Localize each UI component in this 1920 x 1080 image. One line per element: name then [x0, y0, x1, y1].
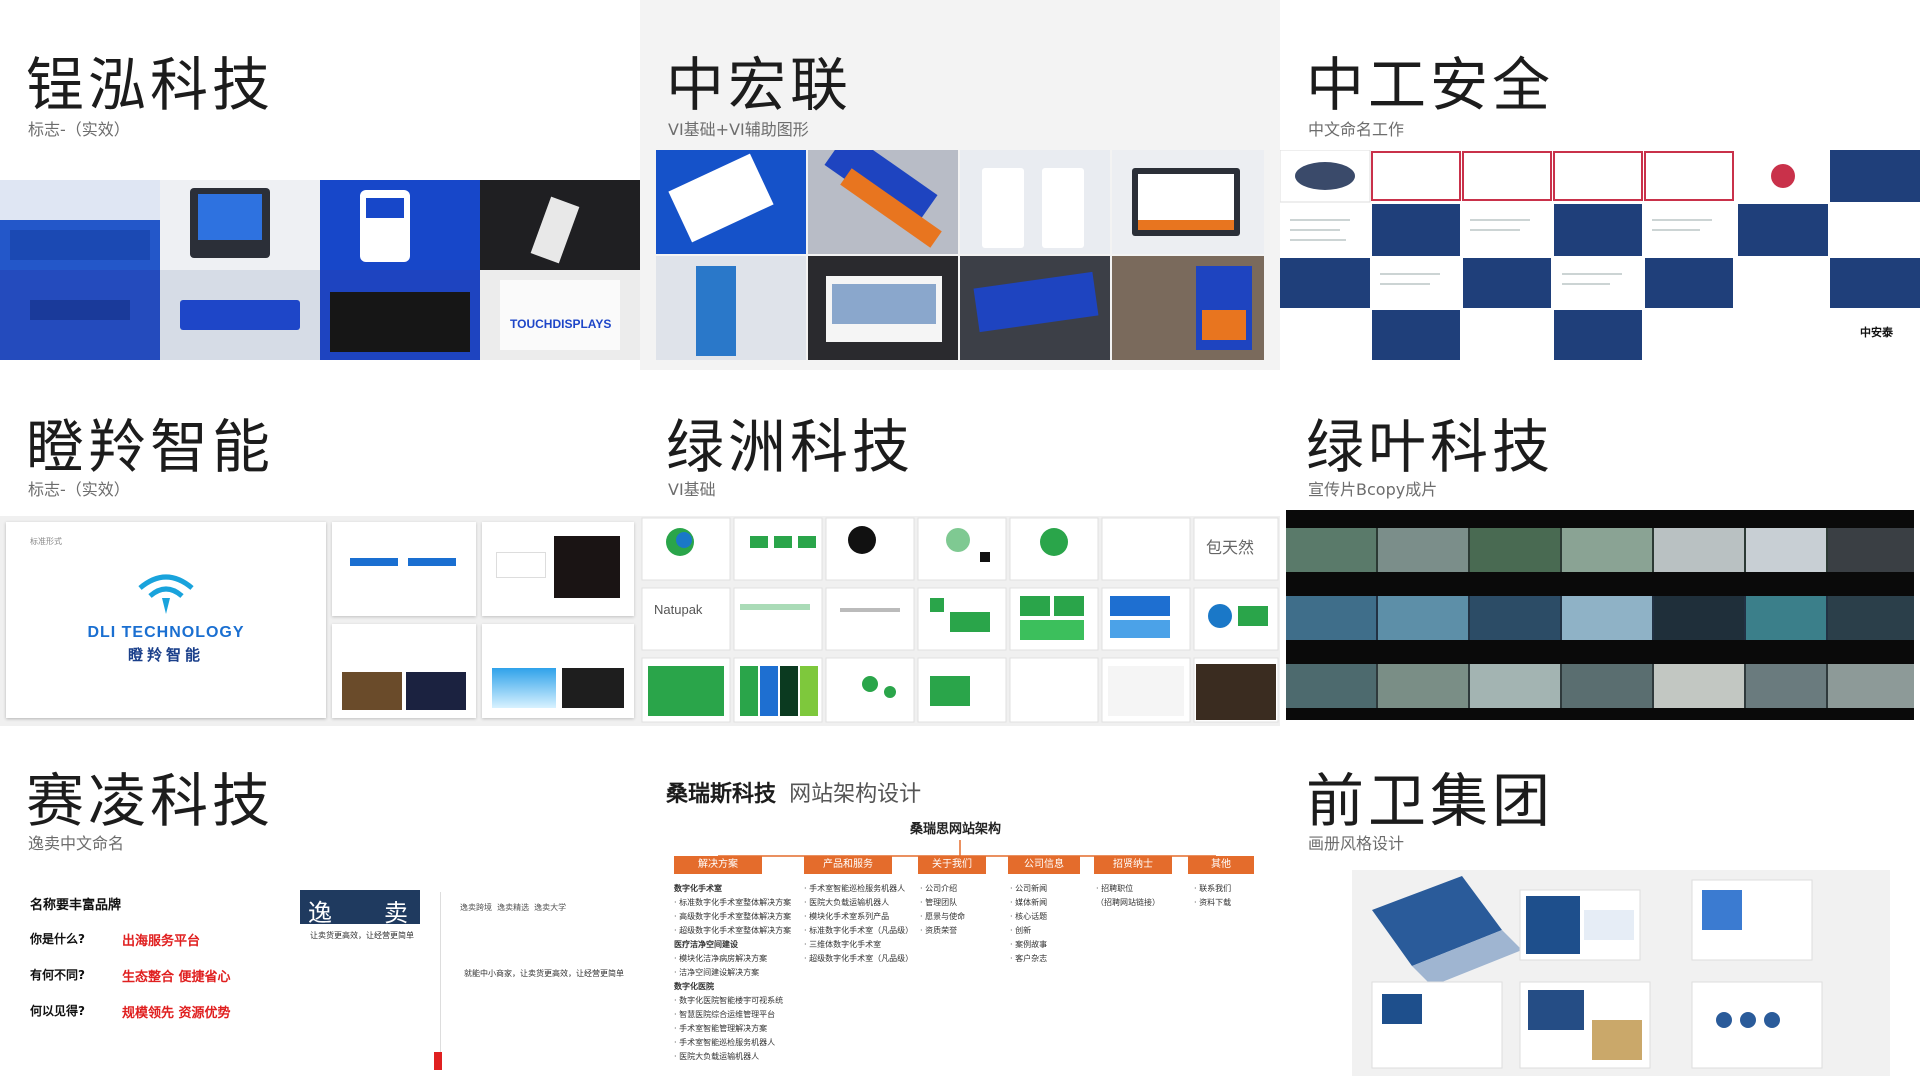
naming-point: 就能中小商家，让卖货更高效，让经营更简单 — [464, 969, 624, 978]
project-subtitle: VI基础 — [668, 480, 716, 499]
naming-q1: 你是什么? — [30, 932, 85, 946]
project-title: 绿洲科技 — [666, 413, 915, 481]
logo-variant-panel — [332, 522, 476, 616]
naming-tags: 逸卖跨境 逸卖精选 逸卖大学 — [460, 903, 567, 912]
project-card-9[interactable]: 前卫集团 画册风格设计 — [1280, 730, 1920, 1080]
sitemap-col-3: · 公司介绍 · 管理团队 · 愿景与使命 · 资质荣誉 — [920, 884, 966, 935]
project-card-5[interactable]: 绿洲科技 VI基础 — [640, 370, 1280, 730]
logo-application-panel — [332, 624, 476, 718]
project-card-7[interactable]: 赛凌科技 逸卖中文命名 名称要丰富品牌 你是什么? 出海服务平台 有何不同? 生… — [0, 730, 640, 1080]
sitemap-node[interactable]: 解决方案 — [674, 856, 762, 874]
project-subtitle: 标志-（实效） — [28, 120, 130, 139]
project-title: 前卫集团 — [1306, 767, 1555, 835]
sitemap-node[interactable]: 招贤纳士 — [1094, 856, 1172, 874]
project-subtitle: 标志-（实效） — [28, 480, 130, 499]
project-title: 赛凌科技 — [26, 767, 275, 835]
project-card-4[interactable]: 瞪羚智能 标志-（实效） 标准形式 DLI TECHNOLOGY 瞪羚智能 — [0, 370, 640, 730]
project-title: 锃泓科技 — [26, 51, 275, 119]
panel-label: 标准形式 — [30, 537, 62, 546]
logo-main-panel: 标准形式 DLI TECHNOLOGY 瞪羚智能 — [6, 522, 326, 718]
project-card-8[interactable]: 桑瑞斯科技 网站架构设计 桑瑞思网站架构 解决方案 产品和服务 关于我们 公司信… — [640, 730, 1280, 1080]
project-subtitle: 画册风格设计 — [1308, 834, 1405, 853]
naming-logo-right: 卖 — [384, 899, 408, 927]
project-subtitle: 中文命名工作 — [1308, 120, 1405, 139]
project-title: 瞪羚智能 — [26, 413, 275, 481]
logo-application-panel — [482, 624, 634, 718]
naming-preview: 名称要丰富品牌 你是什么? 出海服务平台 有何不同? 生态整合 便捷省心 何以见… — [20, 888, 630, 1074]
brand-text-cn: 包天然 — [1206, 538, 1255, 557]
project-subtitle: 宣传片Bcopy成片 — [1308, 480, 1438, 499]
project-preview-image: Natupak 包天然 — [640, 516, 1280, 726]
name-result-label: 中安泰 — [1860, 326, 1893, 339]
project-title: 桑瑞斯科技 — [666, 782, 777, 807]
project-card-1[interactable]: 锃泓科技 标志-（实效） — [0, 0, 640, 370]
sitemap-col-2: · 手术室智能巡检服务机器人 · 医院大负载运输机器人 · 模块化手术室系列产品… — [804, 884, 914, 963]
logo-chinese-text: 瞪羚智能 — [127, 646, 204, 664]
project-preview-image: TOUCHDISPLAYS — [0, 180, 640, 360]
project-title-row: 桑瑞斯科技 网站架构设计 — [666, 776, 921, 808]
naming-logo: 逸 卖 — [300, 890, 420, 927]
svg-text:TOUCHDISPLAYS: TOUCHDISPLAYS — [510, 317, 611, 331]
sitemap-nodes: 解决方案 产品和服务 关于我们 公司信息 招贤纳士 其他 — [674, 856, 1254, 876]
logo-mark-icon — [138, 574, 194, 614]
naming-q3: 何以见得? — [30, 1004, 85, 1018]
sitemap-node[interactable]: 关于我们 — [918, 856, 986, 874]
sitemap-node[interactable]: 产品和服务 — [804, 856, 892, 874]
sitemap-col-1: 数字化手术室 · 标准数字化手术室整体解决方案 · 高级数字化手术室整体解决方案… — [674, 884, 792, 1061]
sitemap-root: 桑瑞思网站架构 — [910, 822, 1002, 837]
naming-heading: 名称要丰富品牌 — [30, 898, 122, 913]
video-stills-preview — [1286, 510, 1914, 720]
brochure-preview — [1352, 870, 1890, 1076]
sitemap-node[interactable]: 其他 — [1188, 856, 1254, 874]
project-title: 中宏联 — [666, 51, 853, 119]
logo-english-text: DLI TECHNOLOGY — [87, 624, 245, 641]
naming-logo-left: 逸 — [308, 899, 332, 927]
project-preview-image — [656, 150, 1264, 360]
sitemap-col-4: · 公司新闻 · 媒体新闻 · 核心话题 · 创新 · 案例故事 · 客户杂志 — [1010, 884, 1048, 963]
project-card-3[interactable]: 中工安全 中文命名工作 — [1280, 0, 1920, 370]
sitemap-col-5: · 招聘职位 （招聘网站链接） — [1096, 884, 1160, 907]
project-subtitle: 逸卖中文命名 — [28, 834, 125, 853]
brand-text-natupak: Natupak — [654, 602, 703, 617]
project-title: 绿叶科技 — [1306, 413, 1555, 481]
project-title: 中工安全 — [1306, 51, 1555, 119]
naming-a1: 出海服务平台 — [122, 934, 201, 949]
logo-variant-panel — [482, 522, 634, 616]
naming-slogan: 让卖货更高效，让经营更简单 — [310, 931, 414, 940]
naming-q2: 有何不同? — [30, 968, 85, 982]
project-preview-image: 标准形式 DLI TECHNOLOGY 瞪羚智能 — [0, 516, 640, 726]
project-preview-image: 中安泰 — [1280, 150, 1920, 360]
project-card-2[interactable]: 中宏联 VI基础+VI辅助图形 — [640, 0, 1280, 370]
project-card-6[interactable]: 绿叶科技 宣传片Bcopy成片 — [1280, 370, 1920, 730]
project-subtitle: VI基础+VI辅助图形 — [668, 120, 809, 139]
sitemap-col-6: · 联系我们 · 资料下载 — [1194, 884, 1232, 907]
project-subtitle: 网站架构设计 — [789, 782, 922, 807]
naming-a2: 生态整合 便捷省心 — [122, 970, 231, 985]
naming-a3: 规模领先 资源优势 — [122, 1006, 231, 1021]
sitemap-node[interactable]: 公司信息 — [1008, 856, 1080, 874]
